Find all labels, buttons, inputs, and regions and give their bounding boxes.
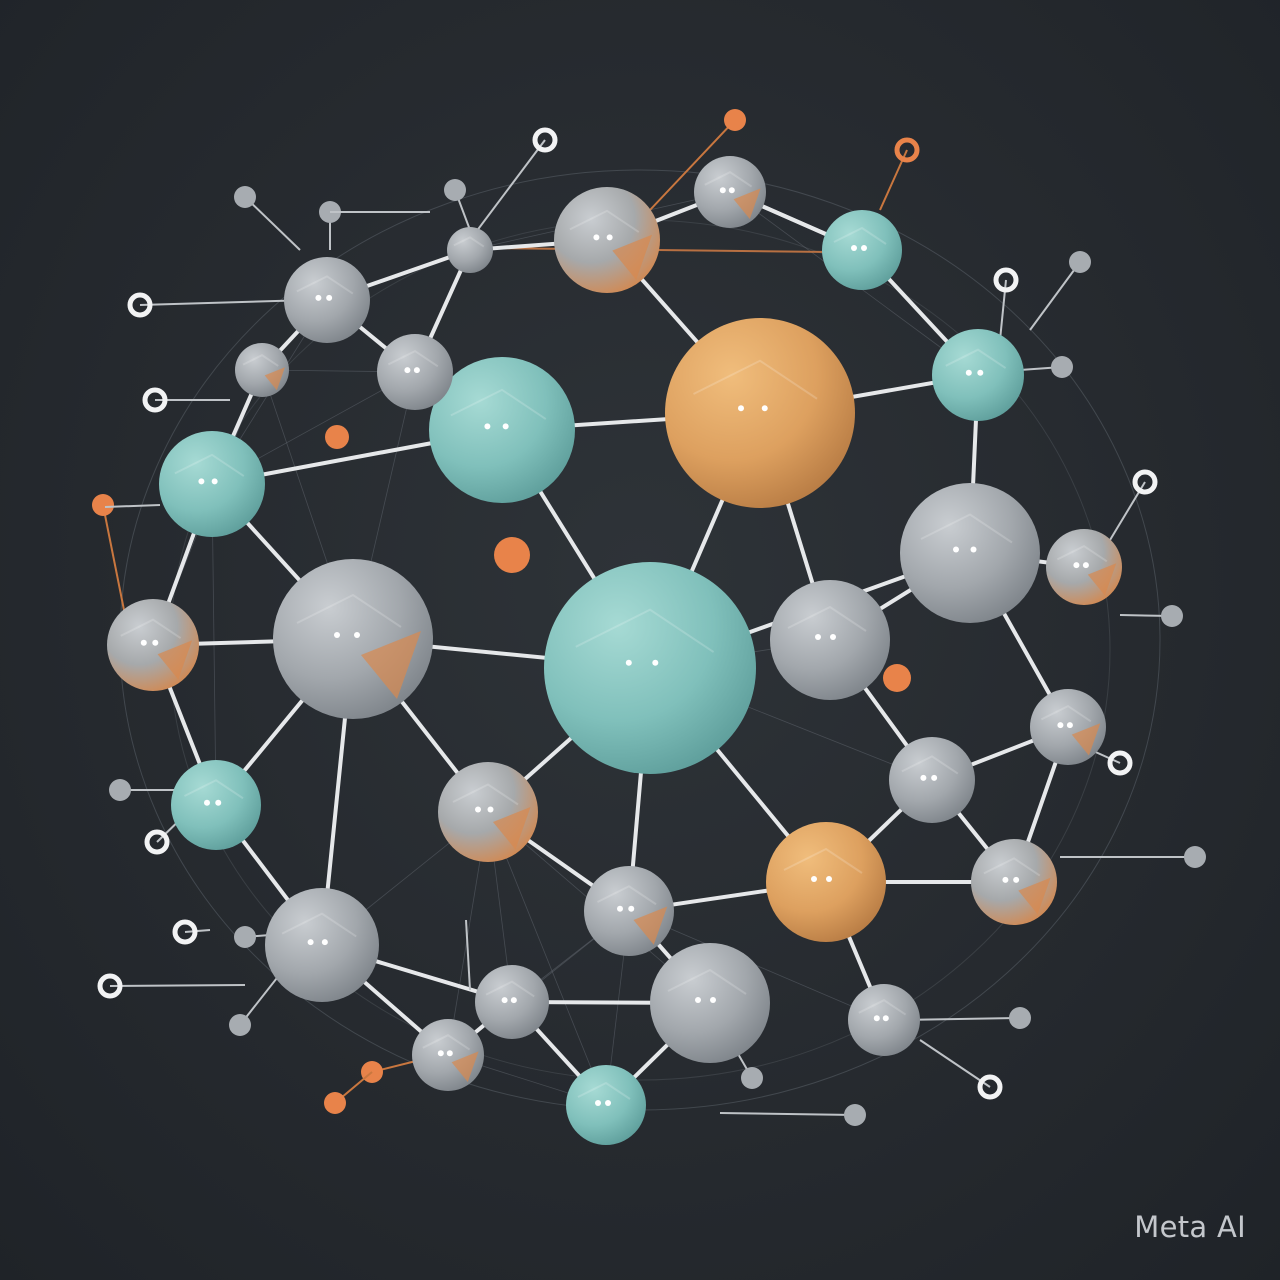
node-sphere <box>273 559 433 719</box>
node-sphere <box>766 822 886 942</box>
node-sphere <box>566 1065 646 1145</box>
node-sphere <box>475 965 549 1039</box>
spoke-dot-end <box>92 494 114 516</box>
spoke-dot-end <box>1184 846 1206 868</box>
node-sphere <box>650 943 770 1063</box>
accent-dot <box>325 425 349 449</box>
spoke-ring-end <box>172 919 198 945</box>
node-sphere <box>584 866 674 956</box>
node-sphere <box>971 839 1057 925</box>
spoke-ring-end <box>97 973 123 999</box>
spoke-ring-end <box>977 1074 1003 1100</box>
spoke-dot-end <box>234 186 256 208</box>
accent-dot <box>883 664 911 692</box>
spoke-dot-end <box>1069 251 1091 273</box>
node-sphere <box>447 227 493 273</box>
spoke-line <box>469 139 546 241</box>
node-sphere <box>694 156 766 228</box>
node-sphere <box>107 599 199 691</box>
spoke-ring-end <box>993 267 1019 293</box>
node-sphere <box>544 562 756 774</box>
node-sphere <box>900 483 1040 623</box>
spoke-dot-end <box>324 1092 346 1114</box>
node-sphere <box>1030 689 1106 765</box>
node-sphere <box>377 334 453 410</box>
node-sphere <box>429 357 575 503</box>
spoke-dot-end <box>1009 1007 1031 1029</box>
node-sphere <box>770 580 890 700</box>
spoke-line <box>139 299 311 306</box>
node-sphere <box>932 329 1024 421</box>
spoke-line <box>649 119 736 211</box>
node-sphere <box>1046 529 1122 605</box>
node-sphere <box>284 257 370 343</box>
spoke-line <box>919 1039 991 1088</box>
spoke-line <box>109 984 246 987</box>
node-sphere <box>822 210 902 290</box>
spoke-ring-end <box>894 137 920 163</box>
spoke-line <box>719 1112 856 1116</box>
spoke-line <box>244 196 301 251</box>
spoke-ring-end <box>532 127 558 153</box>
spoke-line <box>1029 261 1081 331</box>
meta-ai-watermark: Meta AI <box>1134 1210 1246 1244</box>
spoke-line <box>104 504 161 508</box>
spoke-dot-end <box>844 1104 866 1126</box>
node-sphere <box>438 762 538 862</box>
spoke-dot-end <box>724 109 746 131</box>
node-sphere <box>889 737 975 823</box>
spoke-line <box>465 919 471 991</box>
spoke-dot-end <box>1161 605 1183 627</box>
spoke-dot-end <box>229 1014 251 1036</box>
spoke-line <box>184 929 211 933</box>
spoke-ring-end <box>1132 469 1158 495</box>
node-sphere <box>554 187 660 293</box>
node-sphere <box>159 431 265 537</box>
node-sphere <box>171 760 261 850</box>
node-sphere <box>265 888 379 1002</box>
node-sphere <box>412 1019 484 1091</box>
accent-dot <box>494 537 530 573</box>
spoke-dot-end <box>741 1067 763 1089</box>
spoke-dot-end <box>444 179 466 201</box>
spoke-dot-end <box>234 926 256 948</box>
spoke-dot-end <box>109 779 131 801</box>
spoke-ring-end <box>127 292 153 318</box>
orange-thread <box>489 247 831 253</box>
node-spheres <box>107 156 1122 1145</box>
spoke-dot-end <box>1051 356 1073 378</box>
spoke-ring-end <box>144 829 170 855</box>
node-sphere <box>665 318 855 508</box>
spoke-ring-end <box>142 387 168 413</box>
node-sphere <box>848 984 920 1056</box>
node-sphere <box>235 343 289 397</box>
spoke-ring-end <box>1107 750 1133 776</box>
mesh-line <box>487 811 607 1106</box>
spoke-line <box>899 1017 1021 1021</box>
